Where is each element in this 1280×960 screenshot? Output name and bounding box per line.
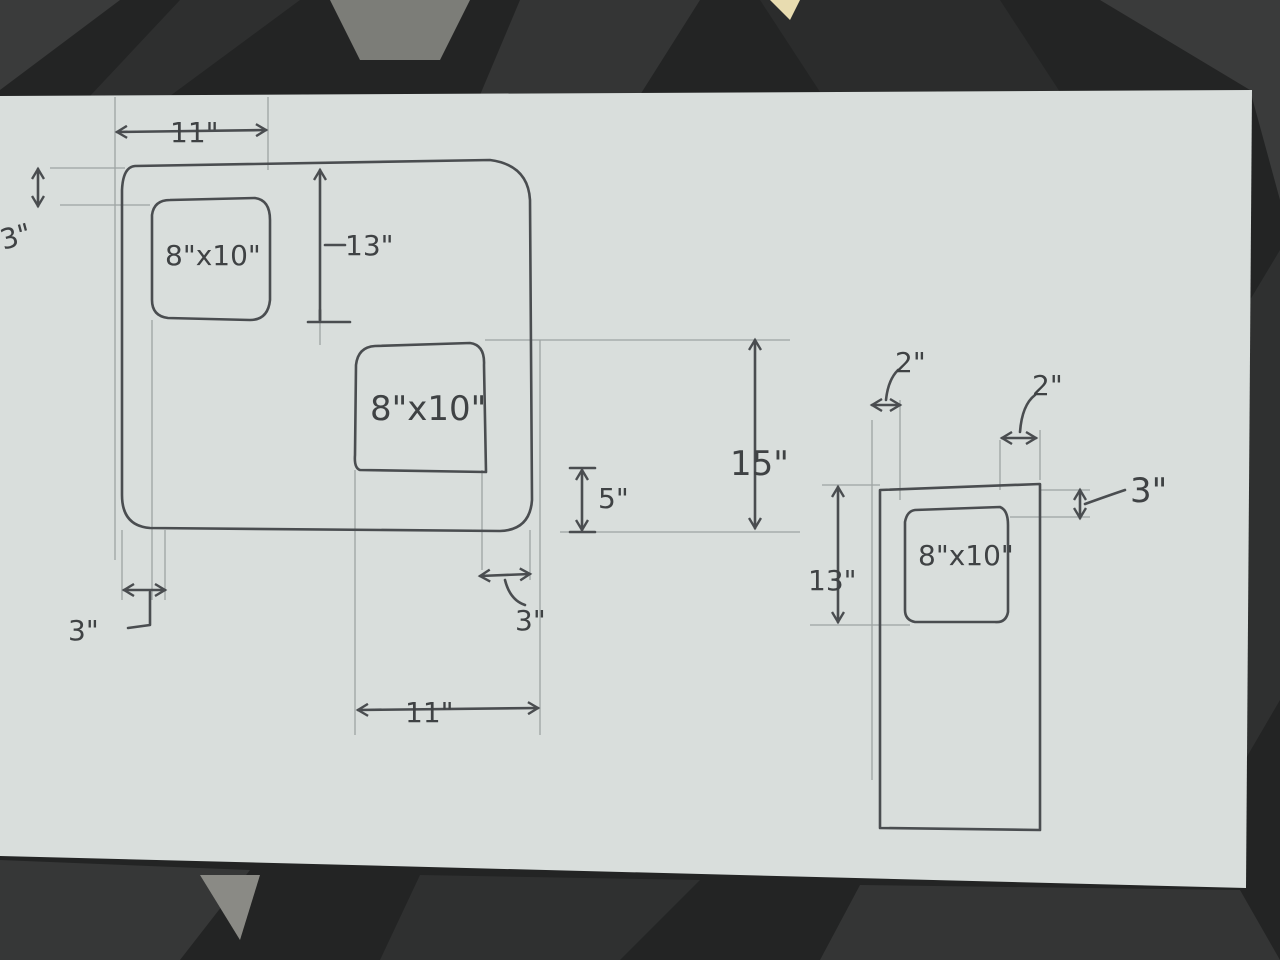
narrow-frame-label: 8"x10" [918,539,1014,572]
frame-2-outline [353,341,488,474]
narrow-height-label: 13" [808,564,857,597]
bottom-width-label: 11" [405,696,454,729]
narrow-right-margin-label: 2" [1032,369,1063,402]
frame-1-outline [150,196,272,322]
left-margin-label: 3" [68,614,99,647]
narrow-top-margin-label: 3" [1130,471,1167,511]
narrow-left-margin-label: 2" [895,346,926,379]
paper-card [0,90,1252,888]
total-height-label: 15" [730,444,789,484]
left-layout-diagram: 11" 3" 8"x10" 13" 8"x10" 15" 5" 3" 3" 11… [0,97,800,735]
right-margin-label: 3" [515,604,546,637]
wall-outline [120,158,534,533]
left-top-width-label: 11" [170,116,219,149]
narrow-wall-outline [878,482,1042,832]
frame-1-label: 8"x10" [165,239,261,272]
bottom-margin-label: 5" [598,482,629,515]
narrow-frame-outline [903,505,1010,624]
vertical-offset-label: 13" [345,229,394,262]
right-layout-diagram: 2" 2" 3" 8"x10" 13" [808,346,1167,832]
frame-2-label: 8"x10" [370,389,486,429]
